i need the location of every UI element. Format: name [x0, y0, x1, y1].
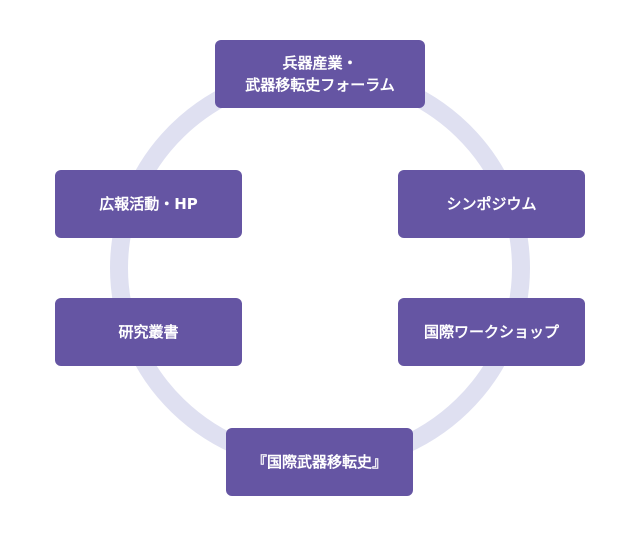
node-pr-hp-label: 広報活動・HP — [99, 195, 198, 213]
node-symposium-label: シンポジウム — [446, 195, 537, 213]
node-pr-hp: 広報活動・HP — [55, 170, 242, 238]
node-forum: 兵器産業・ 武器移転史フォーラム — [215, 40, 425, 108]
node-research-series: 研究叢書 — [55, 298, 242, 366]
node-international-workshop: 国際ワークショップ — [398, 298, 585, 366]
node-symposium: シンポジウム — [398, 170, 585, 238]
node-journal: 『国際武器移転史』 — [226, 428, 413, 496]
node-international-workshop-label: 国際ワークショップ — [423, 323, 559, 341]
node-forum-text: 兵器産業・ 武器移転史フォーラム — [245, 52, 395, 96]
node-forum-line1: 兵器産業・ — [282, 54, 358, 72]
cycle-ring-ellipse — [110, 64, 530, 472]
node-forum-line2: 武器移転史フォーラム — [245, 76, 395, 94]
node-journal-label: 『国際武器移転史』 — [251, 453, 387, 471]
node-research-series-label: 研究叢書 — [118, 323, 179, 341]
